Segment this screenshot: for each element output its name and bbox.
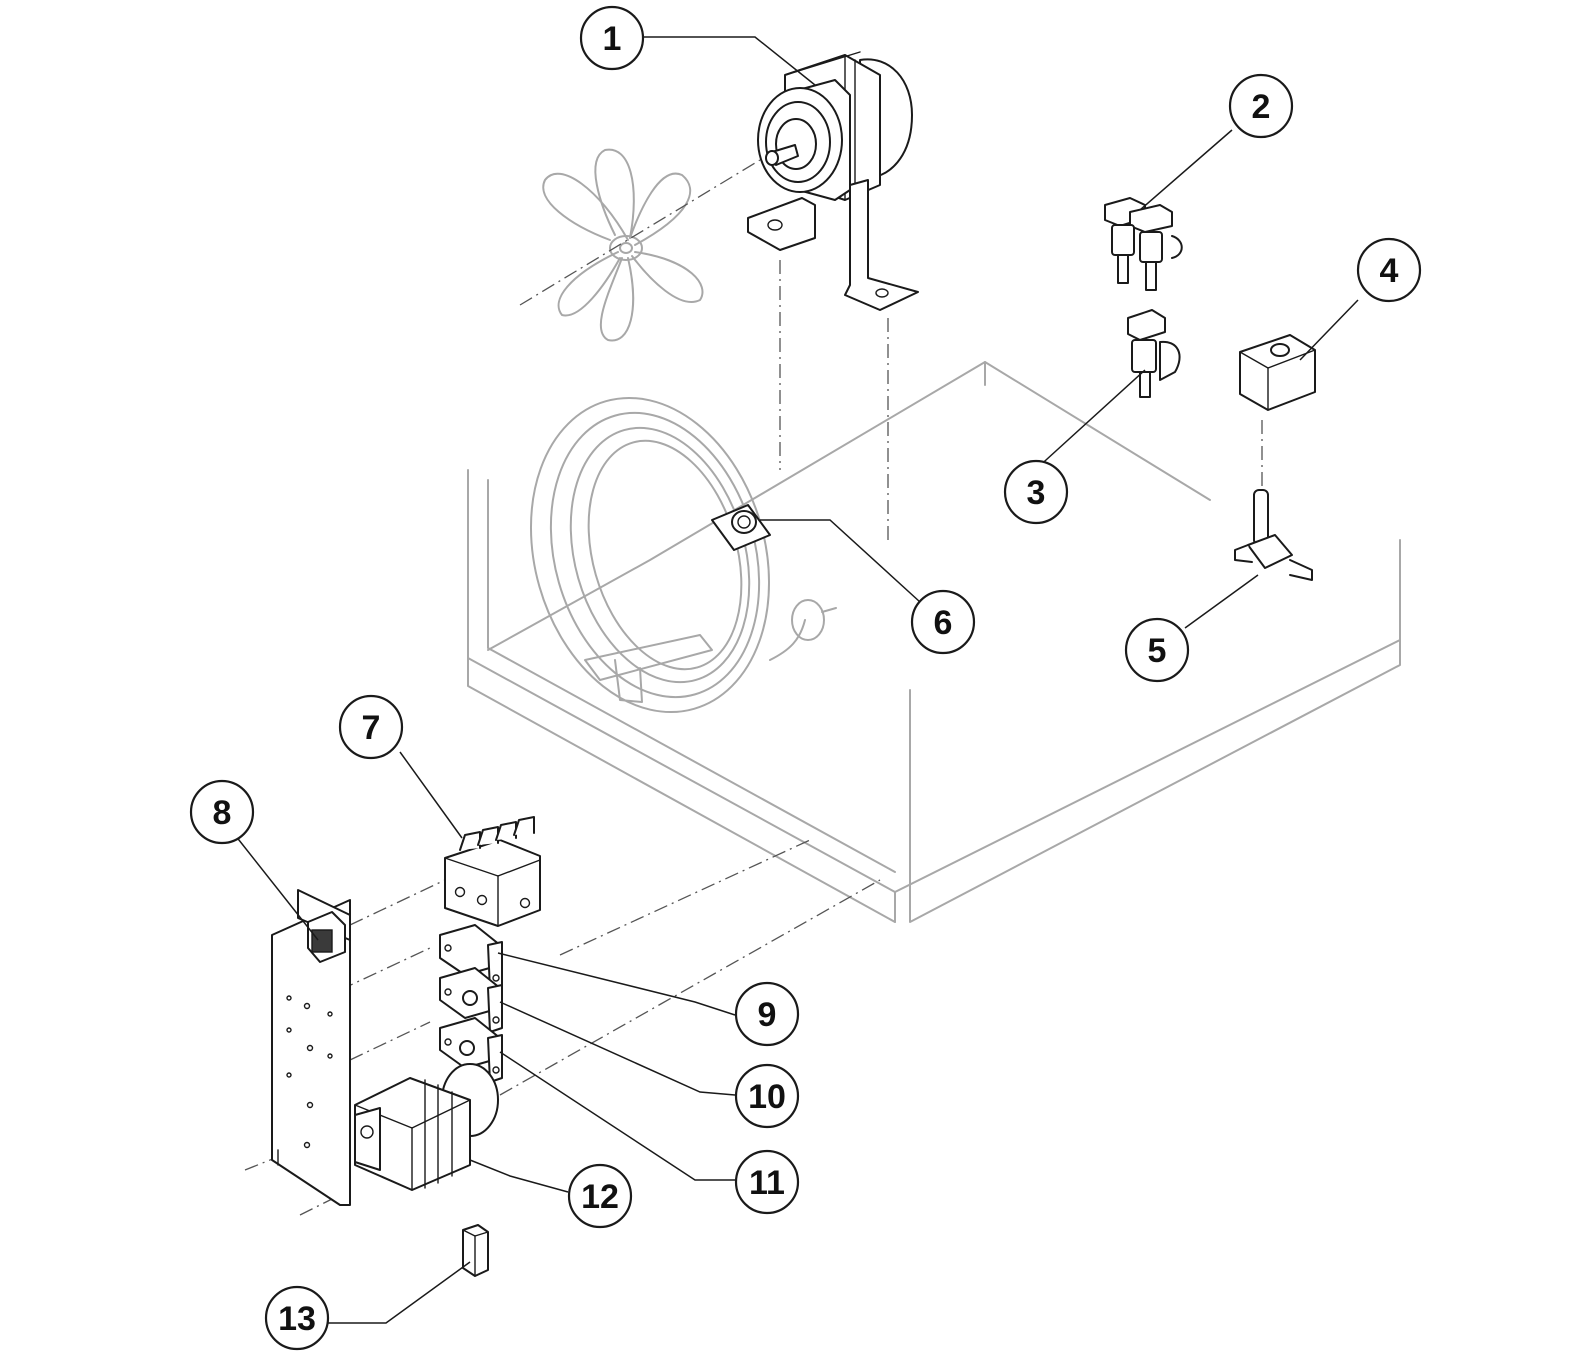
callout-label-3: 3	[1027, 474, 1046, 512]
callout-8: 8	[189, 779, 255, 845]
callout-12: 12	[567, 1163, 633, 1229]
callout-9: 9	[734, 981, 800, 1047]
callout-label-11: 11	[749, 1164, 785, 1202]
single-water-valve-part	[1127, 309, 1181, 398]
control-panel-part	[271, 889, 351, 1206]
callout-6: 6	[910, 589, 976, 655]
callout-7: 7	[338, 694, 404, 760]
relay-part-11	[439, 1017, 503, 1083]
coil-clip-part	[711, 504, 771, 551]
insulator-block-part	[1239, 334, 1316, 411]
callout-2: 2	[1228, 73, 1294, 139]
terminal-block-part	[444, 816, 541, 927]
callout-label-5: 5	[1148, 632, 1167, 670]
callout-label-1: 1	[603, 20, 622, 58]
leader-lines	[234, 36, 1359, 1324]
callout-label-13: 13	[278, 1300, 316, 1338]
dual-water-valve-part	[1104, 197, 1183, 291]
callout-label-6: 6	[934, 604, 953, 642]
fan-motor-part	[747, 51, 919, 311]
knob-part	[462, 1224, 489, 1277]
callout-3: 3	[1003, 459, 1069, 525]
callout-label-9: 9	[758, 996, 777, 1034]
callout-4: 4	[1356, 237, 1422, 303]
callout-label-2: 2	[1252, 88, 1271, 126]
callout-label-10: 10	[748, 1078, 786, 1116]
callout-label-4: 4	[1380, 252, 1399, 290]
drain-fitting-part	[1234, 489, 1313, 581]
callout-label-7: 7	[362, 709, 381, 747]
callout-10: 10	[734, 1063, 800, 1129]
cabinet-outline	[467, 361, 1401, 923]
condenser-coil	[529, 396, 837, 714]
timer-switch-part	[354, 1063, 499, 1191]
assembly-lines	[244, 159, 1263, 1216]
callout-1: 1	[579, 5, 645, 71]
callout-label-12: 12	[581, 1178, 619, 1216]
relay-part-9	[439, 924, 503, 991]
callout-5: 5	[1124, 617, 1190, 683]
callout-label-8: 8	[213, 794, 232, 832]
fan-blade	[542, 148, 704, 342]
callout-11: 11	[734, 1149, 800, 1215]
relay-part-10	[439, 967, 503, 1033]
callout-13: 13	[264, 1285, 330, 1351]
